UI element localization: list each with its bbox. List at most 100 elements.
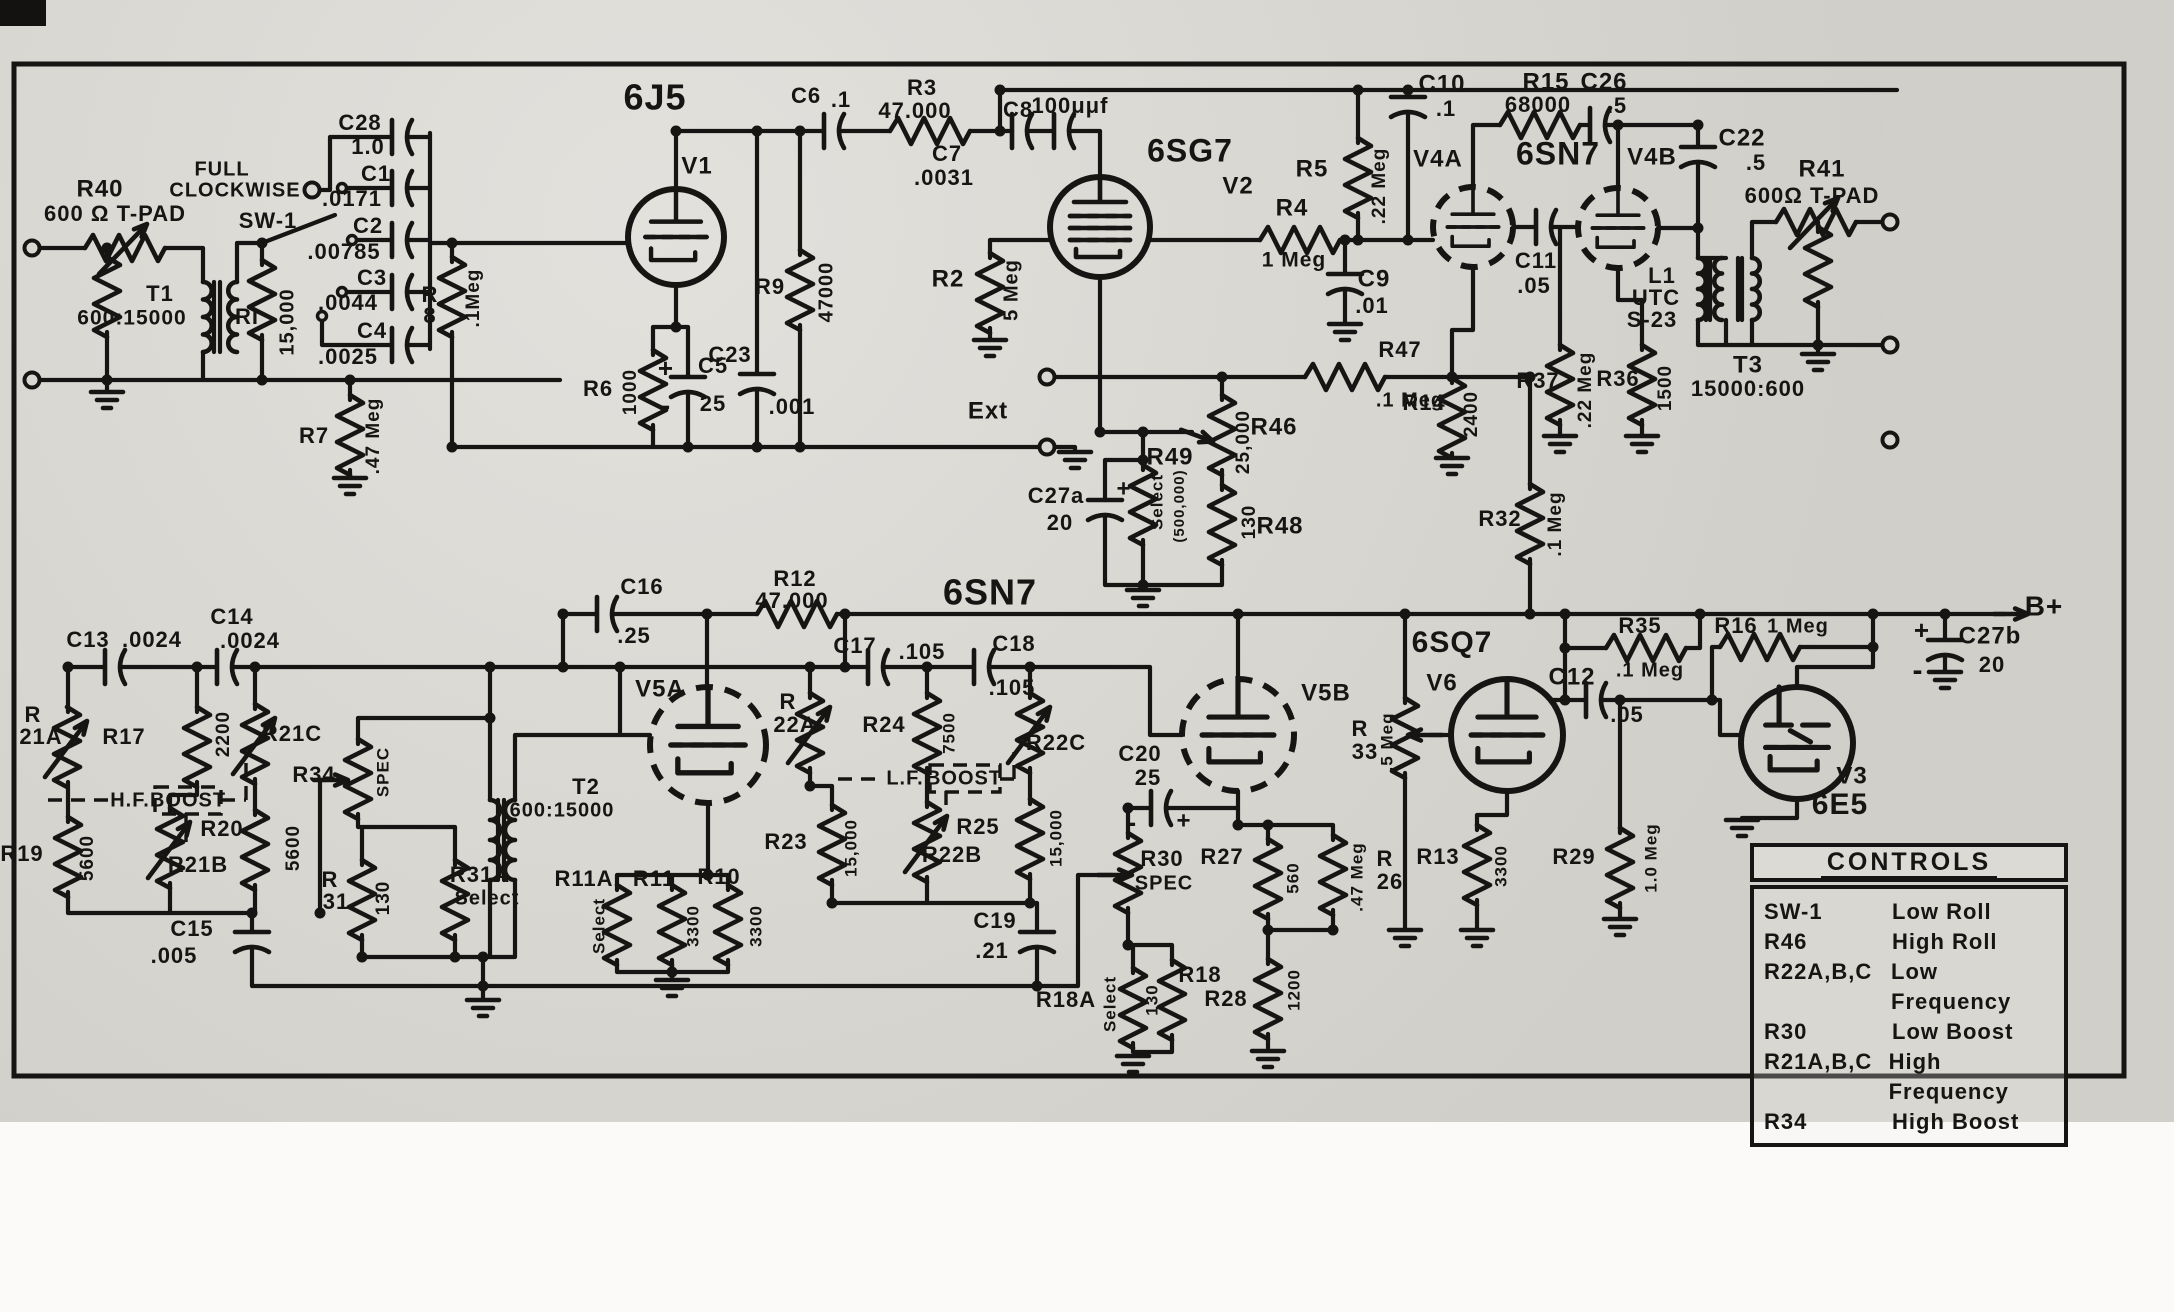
label-v1: V1	[681, 152, 712, 179]
label-c14: C14	[210, 604, 253, 629]
bplus-arrow	[1991, 606, 2031, 622]
R41	[1773, 195, 1859, 251]
label--1meg: .1Meg	[463, 269, 484, 328]
junction-dot	[249, 661, 261, 673]
input-terminal-bottom	[22, 370, 42, 390]
R28	[1252, 956, 1284, 1042]
label-h-f-: H.F.	[110, 789, 150, 811]
label-r12: R12	[773, 566, 816, 591]
label-r: R	[322, 867, 339, 892]
gnd-R2	[971, 337, 1009, 359]
label-r3: R3	[907, 75, 937, 100]
control-ref: R21A,B,C	[1764, 1049, 1873, 1074]
label-20: 20	[1979, 652, 2005, 677]
C3	[389, 272, 415, 312]
C27b	[1925, 637, 1965, 663]
control-function: High Boost	[1892, 1109, 2020, 1134]
R23	[816, 802, 848, 888]
C5	[668, 374, 708, 400]
label-25-000: 25,000	[1233, 410, 1254, 474]
junction-dot	[670, 125, 682, 137]
C28	[389, 117, 415, 157]
label-r14: R14	[1402, 390, 1445, 415]
label-c11: C11	[1515, 248, 1557, 273]
junction-dot	[484, 712, 496, 724]
label-sw-1: SW-1	[239, 208, 298, 233]
junction-dot	[101, 374, 113, 386]
label--1-meg: .1 Meg	[1545, 491, 1566, 556]
junction-dot	[994, 125, 1006, 137]
R27	[1252, 836, 1284, 922]
label-r2: R2	[932, 265, 965, 292]
junction-dot	[839, 608, 851, 620]
label-20: 20	[1047, 510, 1073, 535]
T2-secondary	[502, 797, 518, 883]
R12	[754, 598, 840, 630]
label-1000: 1000	[620, 369, 641, 415]
R19	[52, 814, 84, 900]
label--05: .05	[1610, 702, 1644, 727]
label-select: Select	[455, 887, 520, 909]
C22	[1678, 144, 1718, 170]
T3-primary	[1712, 255, 1725, 323]
label--500-000-: (500,000)	[1171, 469, 1188, 542]
V5A-6SN7	[647, 684, 769, 806]
label-r32: R32	[1478, 506, 1521, 531]
C2	[389, 220, 415, 260]
label-v4b: V4B	[1627, 143, 1677, 170]
label-130: 130	[373, 881, 394, 916]
junction-dot	[702, 869, 714, 881]
C23	[737, 371, 777, 397]
control-function: Low Boost	[1892, 1019, 2014, 1044]
label-3300: 3300	[1491, 845, 1510, 887]
junction-dot	[1692, 222, 1704, 234]
label-c4: C4	[357, 318, 387, 343]
junction-dot	[1614, 694, 1626, 706]
label-r5: R5	[1296, 155, 1329, 182]
junction-dot	[804, 661, 816, 673]
label-r: R	[1377, 846, 1394, 871]
label-6sq7: 6SQ7	[1412, 626, 1493, 659]
label-15000-600: 15000:600	[1691, 376, 1805, 401]
junction-dot	[557, 661, 569, 673]
label-full: FULL	[194, 158, 249, 180]
C26	[1587, 105, 1613, 145]
junction-dot	[446, 441, 458, 453]
junction-dot	[614, 661, 626, 673]
label-1-0-meg: 1.0 Meg	[1641, 823, 1660, 892]
junction-dot	[449, 951, 461, 963]
output-terminal-top	[1880, 212, 1900, 232]
label-47000: 47000	[815, 262, 837, 323]
junction-dot	[1559, 642, 1571, 654]
V1-6J5	[625, 186, 727, 288]
V4B-6SN7	[1575, 185, 1661, 271]
R8	[436, 254, 468, 340]
C20	[1148, 788, 1174, 828]
label-+: +	[1116, 475, 1131, 502]
label-c27b: C27b	[1959, 622, 2022, 649]
R20	[239, 807, 271, 893]
T3-secondary	[1749, 255, 1762, 323]
junction-dot	[1524, 371, 1536, 383]
label-ext: Ext	[968, 397, 1008, 424]
junction-dot	[701, 608, 713, 620]
label-c12: C12	[1548, 663, 1595, 690]
label-c22: C22	[1718, 124, 1765, 151]
label-c13: C13	[66, 627, 109, 652]
label-c5: C5	[698, 353, 728, 378]
label--105: .105	[989, 675, 1036, 700]
label-c23: C23	[708, 342, 751, 367]
junction-dot	[751, 441, 763, 453]
junction-dot	[1339, 234, 1351, 246]
label--22-meg: .22 Meg	[1369, 148, 1390, 225]
label-c26: C26	[1580, 68, 1627, 95]
R22A	[785, 704, 833, 766]
junction-dot	[1352, 84, 1364, 96]
label-select: Select	[1100, 976, 1119, 1032]
label--: -	[661, 389, 671, 420]
label--21: .21	[975, 938, 1009, 963]
label-1200: 1200	[1284, 969, 1303, 1011]
